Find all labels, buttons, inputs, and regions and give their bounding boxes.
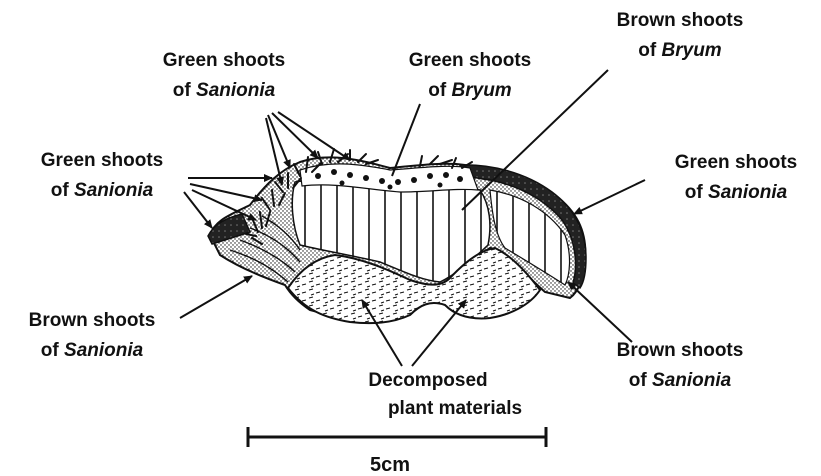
label-decomposed-line2: plant materials [388, 398, 522, 419]
label-brown-bryum-line2: of Bryum [638, 40, 722, 61]
label-green-sanionia-right-line1: Green shoots [675, 152, 797, 173]
label-green-sanionia-left-line2: of Sanionia [51, 180, 154, 201]
cushion-section [208, 149, 586, 323]
label-brown-sanionia-right-line2: of Sanionia [629, 370, 732, 391]
label-green-bryum-line2: of Bryum [428, 80, 512, 101]
label-brown-bryum-line1: Brown shoots [617, 10, 744, 31]
scale-bar [248, 427, 546, 447]
label-green-sanionia-top-line1: Green shoots [163, 50, 285, 71]
label-brown-sanionia-left-line1: Brown shoots [29, 310, 156, 331]
label-brown-sanionia-right-line1: Brown shoots [617, 340, 744, 361]
label-green-bryum-line1: Green shoots [409, 50, 531, 71]
label-green-sanionia-left-line1: Green shoots [41, 150, 163, 171]
scale-bar-label: 5cm [370, 454, 410, 476]
label-green-sanionia-top-line2: of Sanionia [173, 80, 276, 101]
label-decomposed-line1: Decomposed [368, 370, 487, 391]
label-green-sanionia-right-line2: of Sanionia [685, 182, 788, 203]
label-brown-sanionia-left-line2: of Sanionia [41, 340, 144, 361]
